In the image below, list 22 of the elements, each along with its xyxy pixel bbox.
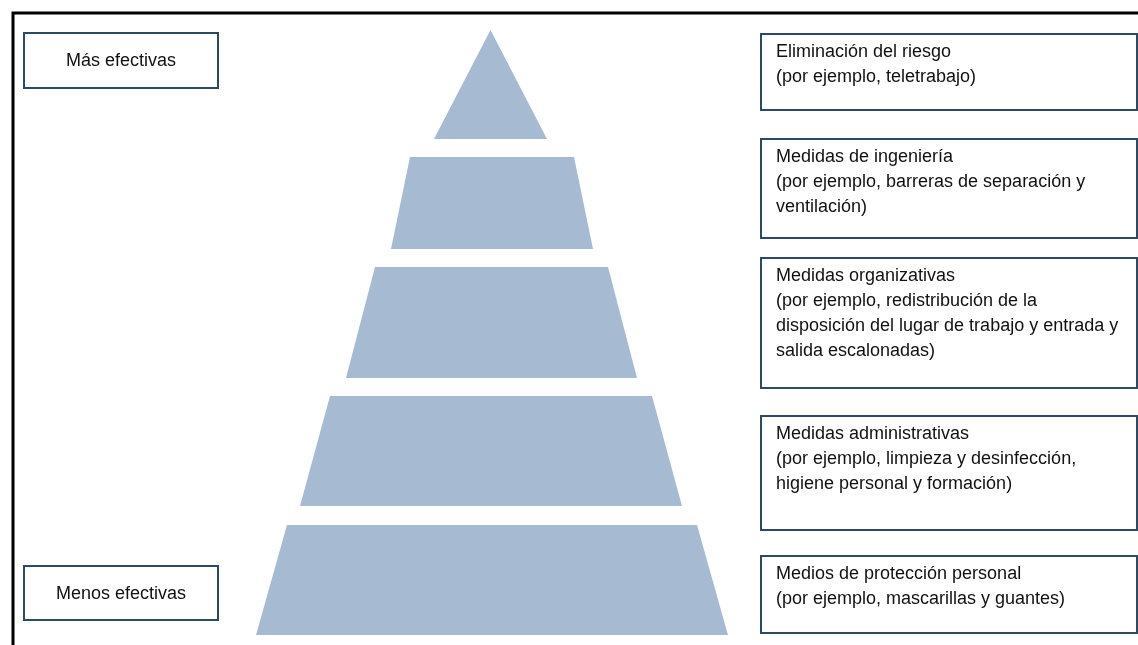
control-level-box	[760, 555, 1138, 634]
example-text: (por ejemplo, teletrabajo)	[776, 65, 978, 88]
pyramid-apex	[434, 30, 547, 139]
pyramid-tier	[256, 525, 728, 635]
example-text: (por ejemplo, barreras de separación y ventilación)	[776, 170, 1087, 218]
level-heading: Medidas organizativas	[776, 264, 957, 287]
control-level-box	[760, 138, 1138, 239]
control-level-box	[760, 257, 1138, 389]
pyramid-tier	[391, 157, 593, 249]
level-heading: Medidas administrativas	[776, 422, 971, 445]
level-heading: Eliminación del riesgo	[776, 40, 953, 63]
level-heading: Medios de protección personal	[776, 562, 1023, 585]
effectiveness-label: Más efectivas	[23, 32, 219, 89]
example-text: (por ejemplo, mascarillas y guantes)	[776, 587, 1067, 610]
example-text: (por ejemplo, limpieza y desinfección, higiene personal y formación)	[776, 447, 1078, 495]
pyramid-tier	[346, 267, 637, 378]
effectiveness-label: Menos efectivas	[23, 565, 219, 621]
control-level-box	[760, 415, 1138, 531]
control-level-box	[760, 33, 1138, 111]
pyramid-tier	[300, 396, 682, 506]
example-text: (por ejemplo, redistribución de la disposición del lugar de trabajo y entrada y salida escalonadas)	[776, 289, 1120, 362]
level-heading: Medidas de ingeniería	[776, 145, 955, 168]
